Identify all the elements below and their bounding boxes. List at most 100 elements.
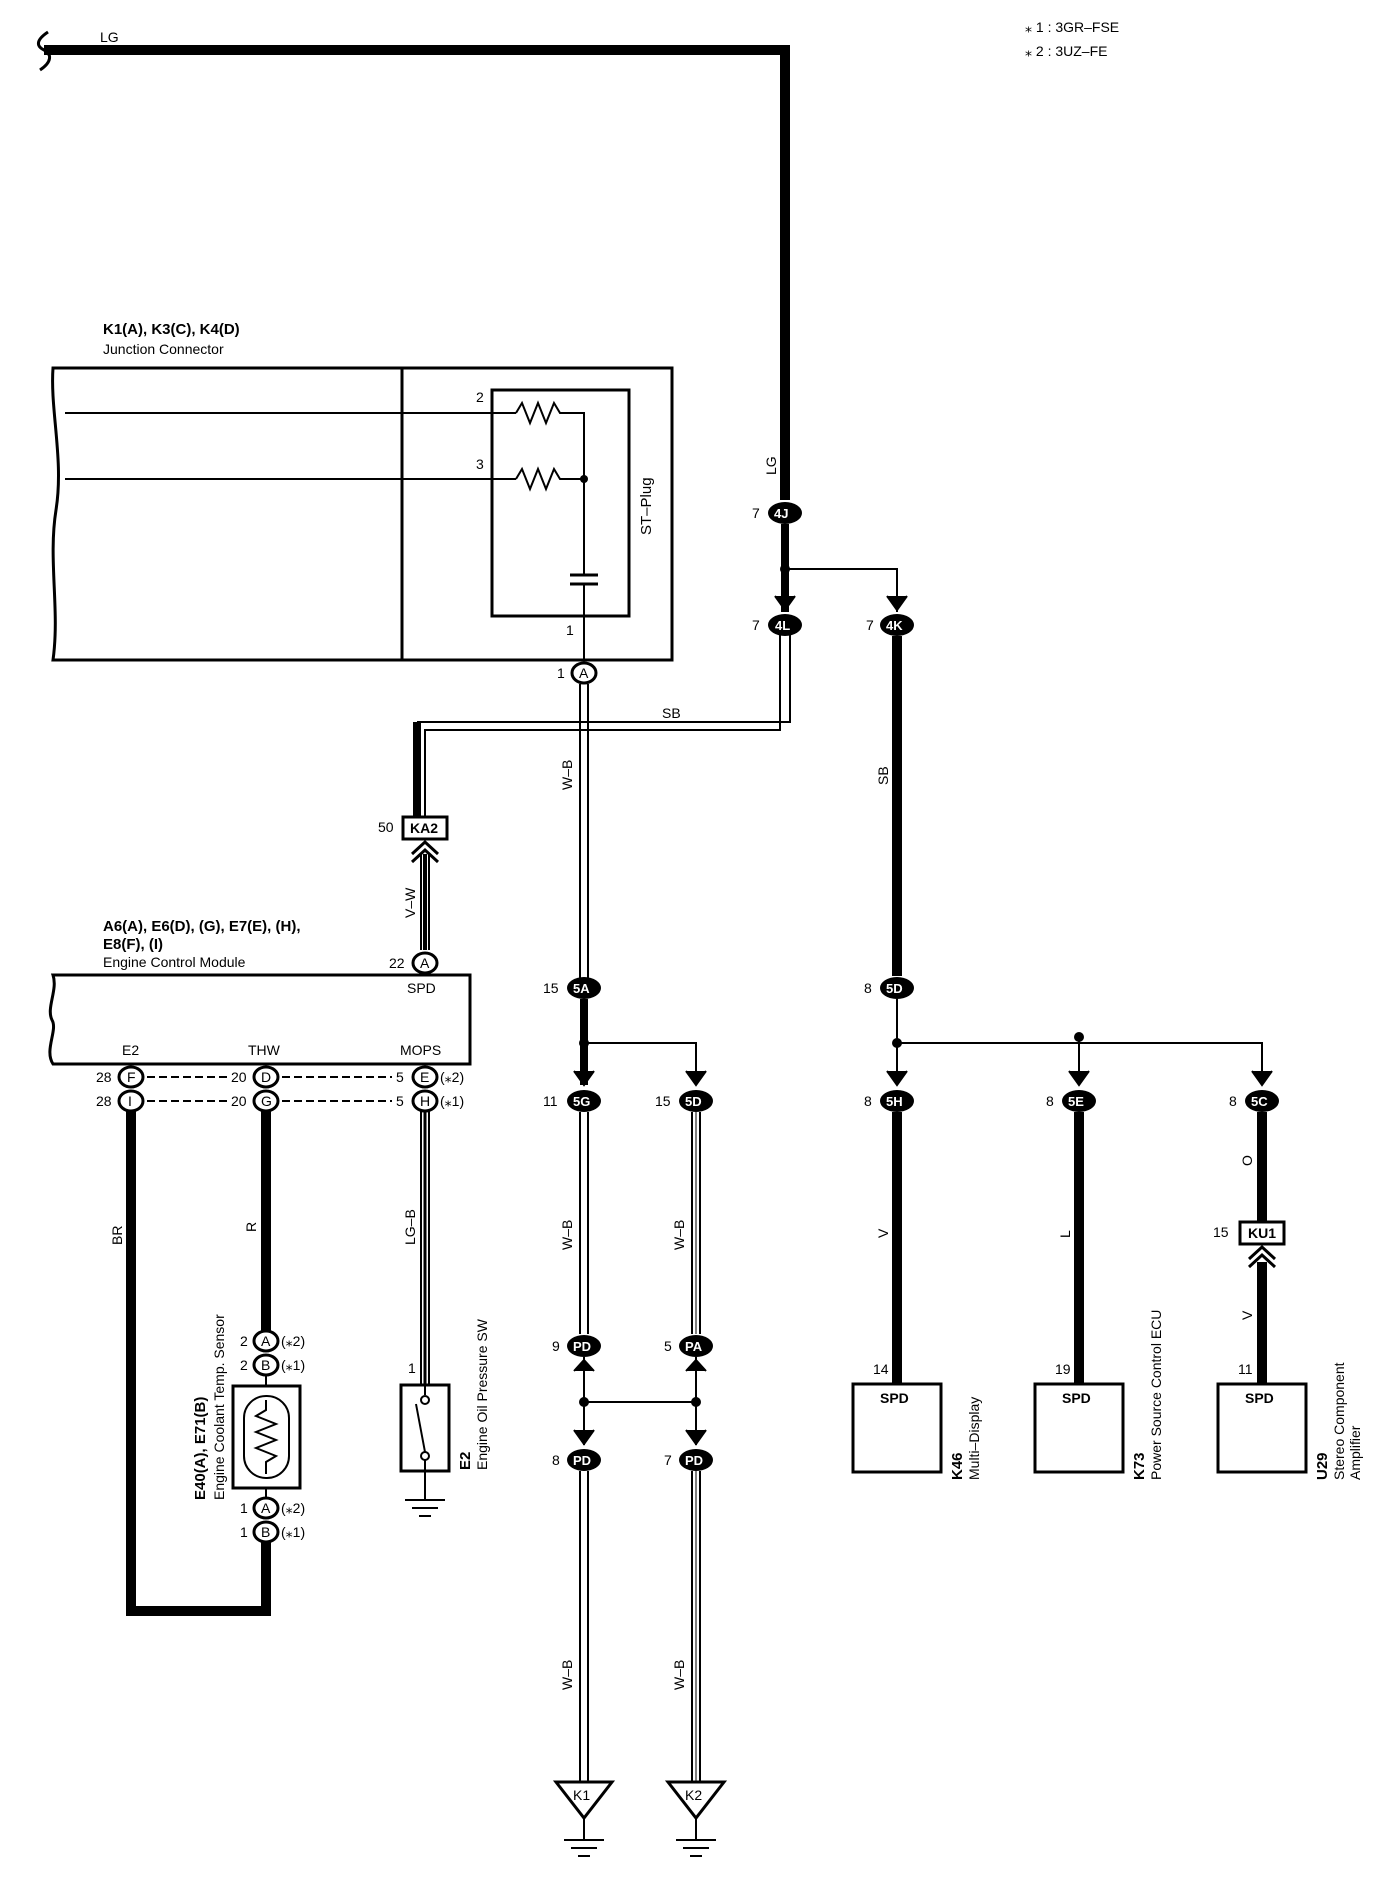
wire-5a-5d	[584, 1042, 697, 1085]
wire-label-v-u29: V	[1239, 1310, 1255, 1320]
connector-ku1-label: KU1	[1248, 1225, 1276, 1241]
junction-node	[580, 475, 588, 483]
wire-label-wb-5g: W–B	[559, 1220, 575, 1250]
ecm-mops-conn-1-label: E	[420, 1069, 429, 1085]
wire-sb-horiz-b	[424, 628, 781, 818]
arrow-pd3	[685, 1429, 707, 1446]
device-u29-name-1: Stereo Component	[1331, 1362, 1347, 1480]
sensor-note-2: (⁎1)	[281, 1357, 305, 1373]
arrow-5e	[1068, 1070, 1090, 1087]
connector-4l-label: 4L	[775, 618, 790, 633]
connector-pd2-label: PD	[573, 1453, 591, 1468]
sensor-ids: E40(A), E71(B)	[192, 1397, 209, 1500]
connector-4j-pin: 7	[752, 505, 760, 521]
connector-5g-pin: 11	[543, 1093, 558, 1109]
arrow-5g	[573, 1070, 595, 1087]
connector-5d-top-label: 5D	[886, 981, 903, 996]
sensor-note-1: (⁎2)	[281, 1333, 305, 1349]
ecm-spd-label: SPD	[407, 980, 436, 996]
connector-5a-label: 5A	[573, 981, 590, 996]
wire-sb-horiz-a	[417, 628, 791, 723]
connector-5a-pin: 15	[543, 980, 559, 996]
ecm-e2-label: E2	[122, 1042, 139, 1058]
ecm-spd-conn	[411, 951, 439, 975]
connector-4l-pin: 7	[752, 617, 760, 633]
ground-point-k2	[664, 1780, 728, 1821]
device-k46-id: K46	[949, 1452, 966, 1480]
device-k73-pin: 19	[1055, 1361, 1071, 1377]
ground-k1-label: K1	[573, 1787, 590, 1803]
thermistor-icon	[253, 1400, 279, 1474]
wire-label-wb-main: W–B	[559, 760, 575, 790]
connector-5h-label: 5H	[886, 1094, 903, 1109]
connector-ku1	[1238, 1220, 1286, 1246]
sensor-note-4: (⁎1)	[281, 1524, 305, 1540]
sensor-element	[243, 1395, 290, 1479]
arrow-5c	[1251, 1070, 1273, 1087]
device-u29-name-2: Amplifier	[1347, 1425, 1363, 1480]
device-u29-id: U29	[1314, 1452, 1331, 1480]
note-1: ⁎ 1 : 3GR–FSE	[1025, 19, 1119, 35]
connector-5a	[567, 977, 601, 999]
ecm-e2-conn-2-label: I	[128, 1093, 132, 1109]
oil-sw-contact-bottom	[420, 1451, 430, 1461]
arrow-4l	[774, 595, 796, 612]
connector-5h	[880, 1090, 914, 1112]
wire-label-l-k73: L	[1057, 1230, 1073, 1238]
device-k73-id: K73	[1131, 1452, 1148, 1480]
connector-ka2	[401, 815, 449, 841]
ecm-name: Engine Control Module	[103, 954, 246, 970]
connector-a-junction	[570, 661, 598, 685]
connector-pd1-pin: 9	[552, 1338, 560, 1354]
junction-out-pin: 1	[557, 665, 565, 681]
arrow-4k	[886, 595, 908, 612]
connector-5d-mid	[679, 1090, 713, 1112]
oil-sw-id: E2	[457, 1452, 474, 1470]
device-u29-spd: SPD	[1245, 1390, 1274, 1406]
junction-ids: K1(A), K3(C), K4(D)	[103, 321, 240, 338]
junction-pin-1: 1	[566, 622, 574, 638]
oil-sw-name: Engine Oil Pressure SW	[474, 1318, 490, 1470]
arrow-5h	[886, 1070, 908, 1087]
wire-label-sb-horiz: SB	[662, 705, 681, 721]
ecm-mops-note-1: (⁎2)	[440, 1069, 464, 1085]
wire-label-lg-top: LG	[100, 29, 119, 45]
connector-pd2	[567, 1449, 601, 1471]
sensor-pin-4: 1	[240, 1524, 248, 1540]
ecm-mops-pin-1: 5	[396, 1069, 404, 1085]
st-plug-box	[490, 388, 631, 618]
ecm-mops-conn-2-label: H	[420, 1093, 430, 1109]
ecm-thw-pin-2: 20	[231, 1093, 247, 1109]
ecm-e2-conn-1-label: F	[127, 1069, 136, 1085]
connector-5e-label: 5E	[1068, 1094, 1084, 1109]
wire-label-r: R	[243, 1222, 259, 1232]
sensor-pin-1: 2	[240, 1333, 248, 1349]
ecm-mops-label: MOPS	[400, 1042, 441, 1058]
ecm-mops-pin-2: 5	[396, 1093, 404, 1109]
wire-label-lg-vert: LG	[763, 456, 779, 475]
wire-4j-4k	[785, 568, 898, 612]
ecm-thw-label: THW	[248, 1042, 281, 1058]
oil-sw-contact-top	[420, 1395, 430, 1405]
wire-break-mark	[37, 30, 51, 72]
node-pd	[579, 1397, 589, 1407]
wire-label-v-k46: V	[875, 1228, 891, 1238]
ground-k2-label: K2	[685, 1787, 702, 1803]
wire-label-wb-k2: W–B	[671, 1660, 687, 1690]
connector-4k-label: 4K	[886, 618, 903, 633]
sensor-conn-1-label: A	[261, 1333, 271, 1349]
oil-sw-lever	[415, 1403, 426, 1453]
connector-5e	[1062, 1090, 1096, 1112]
wire-label-sb-vert: SB	[875, 766, 891, 785]
device-u29-box	[1216, 1382, 1308, 1474]
sensor-conn-1	[252, 1329, 280, 1353]
connector-5c	[1245, 1090, 1279, 1112]
sensor-conn-3	[252, 1496, 280, 1520]
junction-name: Junction Connector	[103, 341, 224, 357]
device-k73-box	[1033, 1382, 1125, 1474]
wire-br	[126, 1111, 271, 1616]
connector-ku1-chevron	[1247, 1244, 1277, 1269]
device-k46-pin: 14	[873, 1361, 889, 1377]
device-k73-spd: SPD	[1062, 1390, 1091, 1406]
